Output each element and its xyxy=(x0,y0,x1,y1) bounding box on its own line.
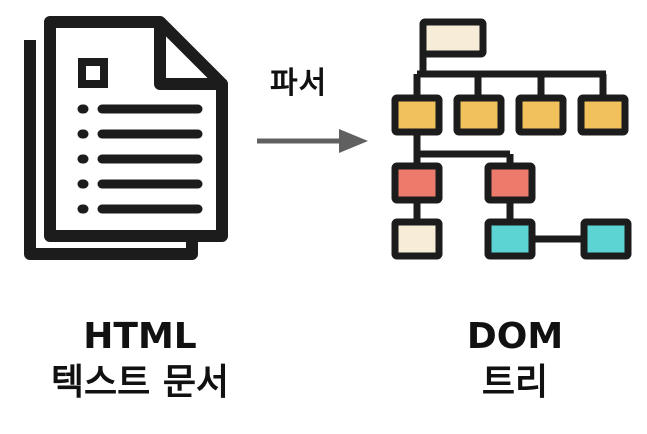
tree-node xyxy=(453,94,505,136)
arrow-right-icon xyxy=(257,129,368,153)
tree-leaf-node xyxy=(484,218,536,260)
tree-node xyxy=(484,162,536,204)
tree-leaf-node xyxy=(580,218,632,260)
caption-line: 트리 xyxy=(481,362,549,403)
caption-line: DOM xyxy=(466,316,564,357)
parser-label: 파서 xyxy=(270,66,328,101)
tree-node xyxy=(577,94,629,136)
tree-node xyxy=(391,162,443,204)
caption-line: HTML xyxy=(83,316,197,357)
tree-root-node xyxy=(419,18,487,58)
tree-diagram-icon xyxy=(391,18,632,260)
html-document-caption: HTML 텍스트 문서 xyxy=(40,314,240,406)
tree-node xyxy=(515,94,567,136)
caption-line: 텍스트 문서 xyxy=(50,362,230,403)
tree-leaf-node xyxy=(391,218,443,260)
dom-tree-caption: DOM 트리 xyxy=(415,314,615,406)
tree-node xyxy=(391,94,443,136)
document-stack-icon xyxy=(24,16,228,260)
